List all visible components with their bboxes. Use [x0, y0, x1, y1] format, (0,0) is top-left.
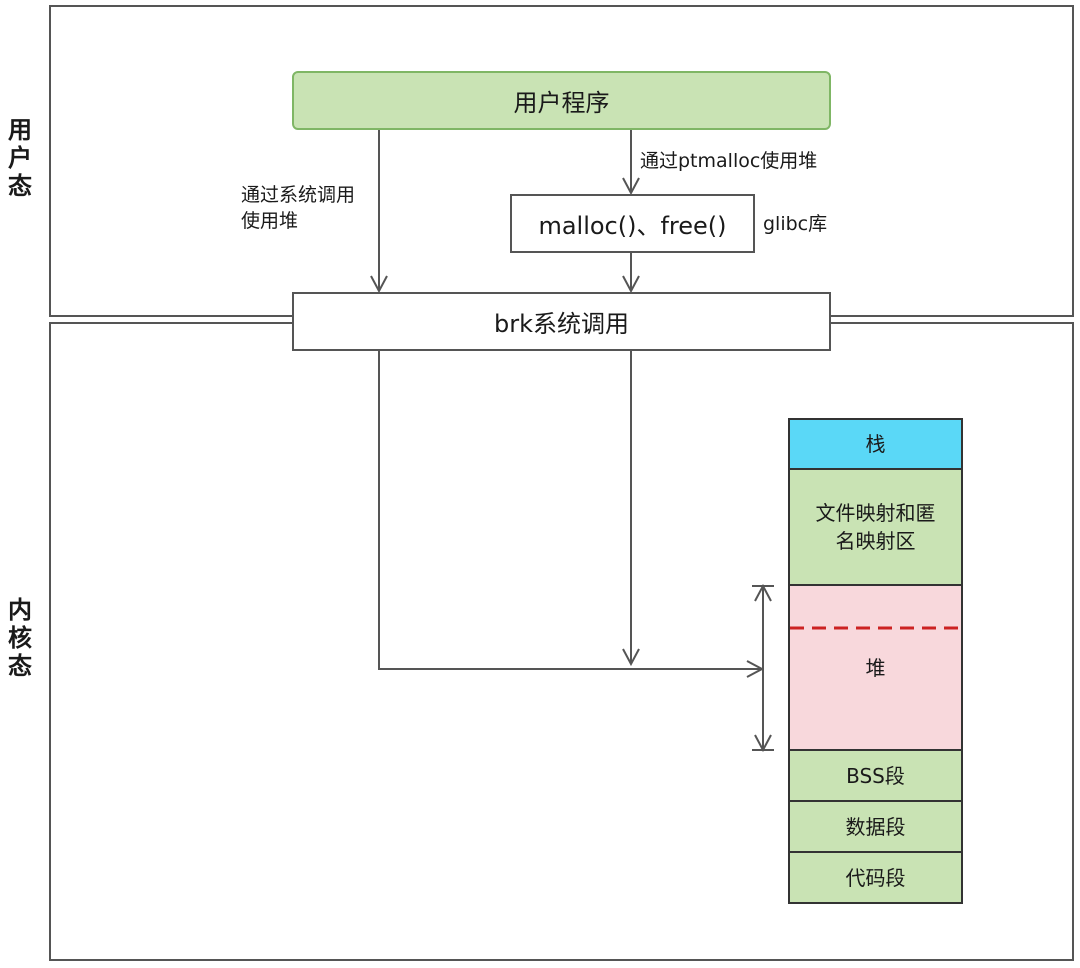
arrowhead-icon: [622, 177, 640, 196]
glibc-label: glibc库: [763, 213, 828, 235]
via-ptmalloc-label: 通过ptmalloc使用堆: [640, 150, 818, 172]
user-space-label-char: 用: [8, 116, 32, 144]
via-syscall-line2: 使用堆: [241, 210, 299, 232]
data-label: 数据段: [845, 814, 906, 839]
malloc-free-label: malloc()、free(): [538, 212, 727, 240]
arrowhead-icon: [754, 734, 772, 753]
mmap-label-line1: 文件映射和匿: [815, 501, 936, 525]
arrowhead-icon: [754, 583, 772, 602]
code-label: 代码段: [845, 865, 906, 890]
mmap-label-line2: 名映射区: [835, 529, 916, 553]
mmap-segment: 文件映射和匿 名映射区: [788, 468, 963, 586]
brk-syscall-label: brk系统调用: [494, 310, 629, 338]
kernel-space-label-char: 核: [8, 624, 32, 652]
bss-label: BSS段: [846, 763, 905, 788]
user-space-label: 用 户 态: [5, 116, 35, 200]
arrowhead-icon: [622, 275, 640, 294]
via-syscall-line1: 通过系统调用: [241, 184, 356, 206]
arrowhead-icon: [622, 648, 640, 667]
user-program-label: 用户程序: [513, 89, 610, 117]
via-syscall-label: 通过系统调用 使用堆: [241, 182, 355, 234]
arrowhead-icon: [370, 275, 388, 294]
user-space-label-char: 户: [8, 144, 32, 172]
stack-label: 栈: [865, 432, 886, 456]
brk-syscall-box: brk系统调用: [292, 292, 831, 351]
heap-label: 堆: [865, 655, 886, 680]
user-program-box: 用户程序: [292, 71, 831, 130]
kernel-space-label-char: 态: [8, 652, 32, 680]
heap-segment: 堆: [788, 584, 963, 751]
kernel-space-label: 内 核 态: [5, 596, 35, 680]
brk-to-heap-line: [378, 350, 762, 670]
code-segment: 代码段: [788, 851, 963, 904]
kernel-space-label-char: 内: [8, 596, 32, 624]
malloc-free-box: malloc()、free(): [510, 194, 755, 253]
user-space-label-char: 态: [8, 172, 32, 200]
